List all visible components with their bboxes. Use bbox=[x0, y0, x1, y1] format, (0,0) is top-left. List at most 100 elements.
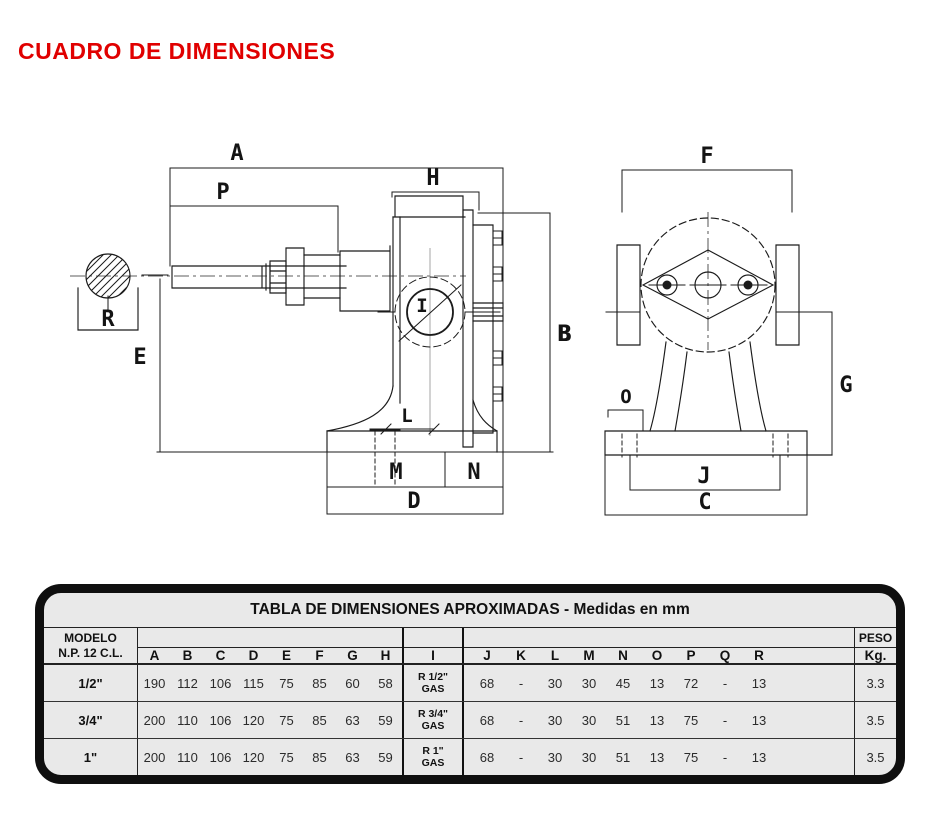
column-letter: H bbox=[380, 648, 391, 663]
dim-value: 110 bbox=[177, 749, 198, 765]
dim-value: 68 bbox=[479, 675, 495, 691]
dim-value: 58 bbox=[378, 675, 393, 691]
dim-value: 68 bbox=[479, 749, 495, 765]
dim-value: 13 bbox=[751, 712, 767, 728]
dim-label-o: O bbox=[620, 386, 631, 408]
letter-i: I bbox=[431, 648, 435, 663]
dim-value: 75 bbox=[683, 749, 699, 765]
column-i-header: I bbox=[402, 628, 464, 663]
dim-value: 75 bbox=[279, 675, 294, 691]
dim-p: P bbox=[170, 180, 339, 253]
dim-f: F bbox=[621, 144, 793, 213]
shaft bbox=[171, 245, 391, 312]
dim-value: 120 bbox=[242, 712, 265, 728]
peso-value: 3.5 bbox=[866, 712, 885, 728]
dim-value: 59 bbox=[378, 749, 393, 765]
dim-label-d: D bbox=[407, 489, 420, 514]
dim-value: - bbox=[518, 749, 524, 765]
dim-label-r: R bbox=[101, 307, 115, 332]
dim-value: 30 bbox=[581, 749, 597, 765]
cover-bolts bbox=[492, 230, 503, 402]
dim-value: 30 bbox=[547, 675, 563, 691]
column-letter: D bbox=[248, 648, 259, 663]
thread-value: R 1/2"GAS bbox=[417, 670, 449, 695]
model-value: 1" bbox=[83, 749, 98, 765]
dim-value: 72 bbox=[683, 675, 699, 691]
model-cell: 1/2" bbox=[44, 665, 137, 701]
dim-value: 85 bbox=[312, 675, 327, 691]
peso-cell: 3.5 bbox=[854, 739, 896, 775]
flange-diamond bbox=[641, 249, 775, 320]
peso-value: 3.3 bbox=[866, 675, 885, 691]
peso-cell: 3.5 bbox=[854, 702, 896, 738]
model-value: 3/4" bbox=[78, 712, 103, 728]
dim-value: 68 bbox=[479, 712, 495, 728]
column-letter: L bbox=[550, 648, 560, 663]
column-letter: P bbox=[686, 648, 696, 663]
dim-value: - bbox=[518, 675, 524, 691]
dims-j-r-values: 68 - 30 30 45 13 72 - 13 bbox=[464, 676, 854, 691]
dim-a: A bbox=[169, 141, 504, 515]
dim-jc: J C bbox=[604, 454, 808, 516]
dimensions-table: TABLA DE DIMENSIONES APROXIMADAS - Medid… bbox=[35, 584, 905, 784]
dim-value: 63 bbox=[345, 749, 360, 765]
shaft-section-detail: R bbox=[77, 253, 139, 332]
dim-value: - bbox=[722, 712, 728, 728]
page-title: CUADRO DE DIMENSIONES bbox=[18, 38, 336, 64]
pump-casing bbox=[392, 195, 504, 448]
dim-label-c: C bbox=[698, 490, 711, 515]
pedestal bbox=[649, 341, 767, 432]
column-letter: A bbox=[149, 648, 160, 663]
dim-value: 85 bbox=[312, 712, 327, 728]
technical-drawing: R A P H B E bbox=[70, 141, 853, 516]
thread-value: R 1"GAS bbox=[421, 744, 445, 769]
dim-label-i: I bbox=[416, 295, 427, 317]
dim-value: 13 bbox=[649, 675, 665, 691]
dim-value: - bbox=[722, 675, 728, 691]
model-header-cell: MODELO N.P. 12 C.L. bbox=[44, 628, 137, 663]
dim-value: 30 bbox=[547, 749, 563, 765]
side-tabs bbox=[616, 244, 800, 346]
column-letter: G bbox=[347, 648, 358, 663]
model-value: 1/2" bbox=[78, 675, 103, 691]
dim-value: 75 bbox=[279, 749, 294, 765]
port-circle: I bbox=[377, 248, 501, 436]
dim-value: 30 bbox=[581, 675, 597, 691]
dim-value: 13 bbox=[751, 675, 767, 691]
dim-label-m: M bbox=[389, 460, 402, 485]
table-title: TABLA DE DIMENSIONES APROXIMADAS - Medid… bbox=[44, 593, 896, 628]
column-letter: F bbox=[315, 648, 324, 663]
dim-label-g: G bbox=[839, 373, 852, 398]
dim-value: 13 bbox=[649, 712, 665, 728]
blank-strip bbox=[464, 628, 854, 648]
front-view: F B bbox=[558, 144, 853, 516]
dim-label-l: L bbox=[401, 405, 412, 427]
model-cell: 1" bbox=[44, 739, 137, 775]
column-letter: O bbox=[651, 648, 663, 663]
dim-value: 30 bbox=[581, 712, 597, 728]
side-port bbox=[472, 302, 504, 322]
dim-label-j: J bbox=[697, 464, 710, 489]
dim-value: 112 bbox=[177, 675, 198, 691]
dim-value: 106 bbox=[209, 712, 232, 728]
flange-bolts bbox=[656, 274, 759, 296]
side-view: R A P H B E bbox=[70, 141, 571, 515]
dim-value: 45 bbox=[615, 675, 631, 691]
dim-label-b2: B bbox=[558, 322, 571, 347]
dim-value: 13 bbox=[649, 749, 665, 765]
dim-value: 190 bbox=[143, 675, 166, 691]
dim-value: 115 bbox=[243, 675, 264, 691]
column-letter: K bbox=[516, 648, 526, 663]
